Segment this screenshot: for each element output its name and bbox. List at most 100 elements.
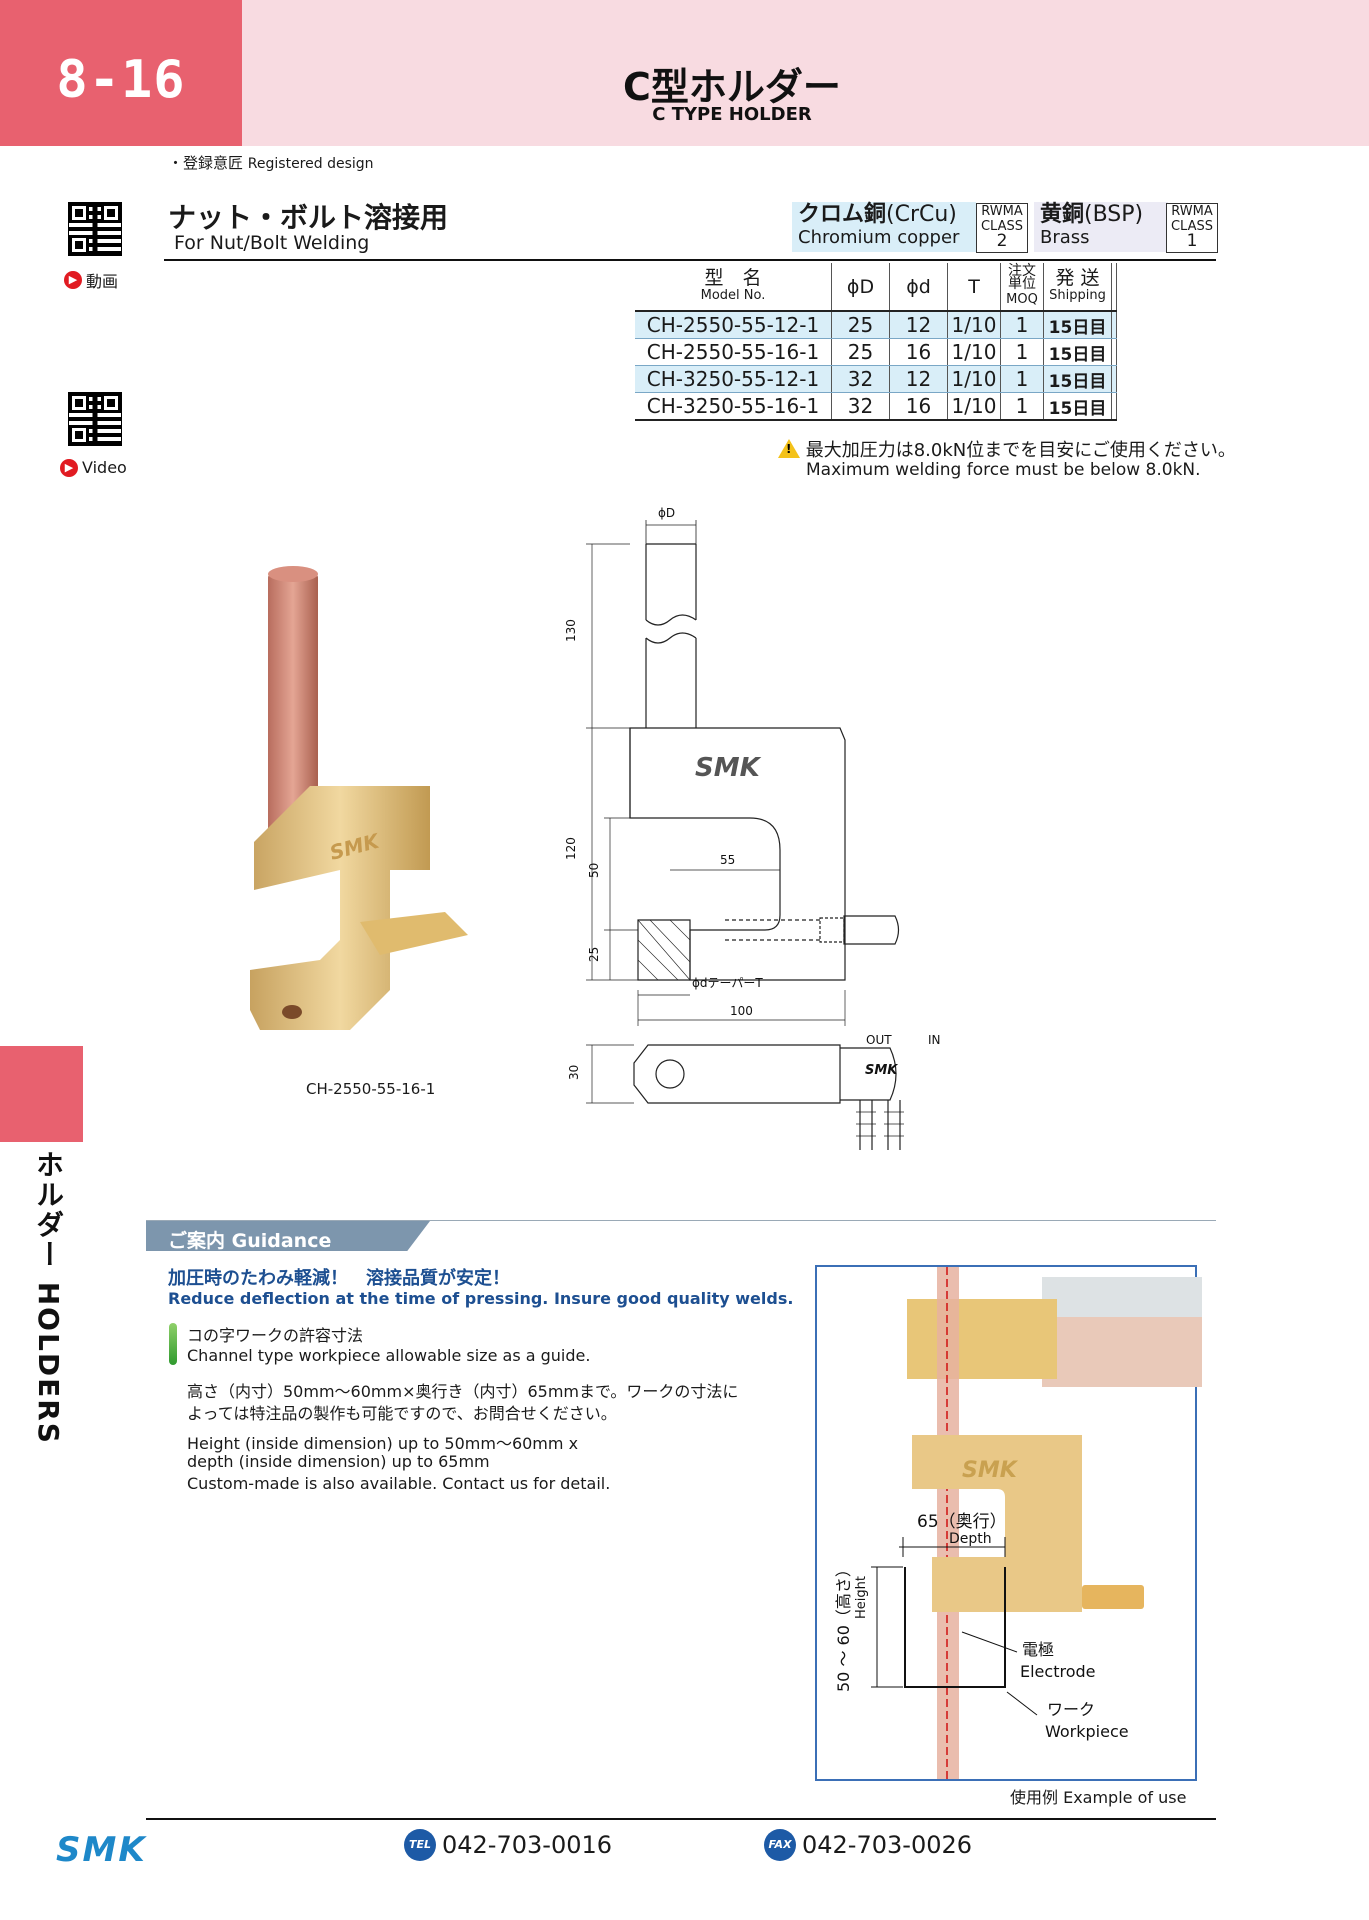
product-photo: SMK [250,566,468,1030]
cell-phiD: 25 [831,311,890,339]
material-name-ja: 黄銅 [1040,202,1085,227]
cell-phiD: 25 [831,338,890,366]
cell-spacer [1111,338,1117,366]
registered-label-en: Registered design [247,156,374,172]
registered-label-ja: ・登録意匠 [168,154,244,172]
col-t: T [947,263,1001,312]
electrode-label-en: Electrode [1020,1662,1095,1681]
cell-moq: 1 [1000,365,1044,393]
dim-55: 55 [720,853,735,867]
material-abbr: (BSP) [1084,202,1144,227]
electrode-column [937,1267,959,1779]
warning-icon: ! [778,439,800,458]
drawing-brand: SMK [695,753,762,783]
title-rule [164,259,1216,261]
technical-drawing: ϕD SMK 130 120 50 25 55 ϕdテーパーT 100 SMK … [564,506,941,1150]
depth-label-ja: 65（奥行） [917,1512,1007,1532]
col-moq: 注文単位 MOQ [1000,262,1044,312]
taper-label: ϕdテーパーT [692,976,763,990]
guidance-headline-ja: 加圧時のたわみ軽減！ 溶接品質が安定！ [168,1268,510,1289]
footer-fax[interactable]: FAX 042-703-0026 [764,1829,972,1861]
fax-number: 042-703-0026 [802,1831,973,1859]
table-row: CH-2550-55-12-1 25 12 1/10 1 15日目 [635,311,1117,339]
col-ship-ja: 発 送 [1055,266,1100,289]
cell-t: 1/10 [947,311,1001,339]
guidance-item-title-en: Channel type workpiece allowable size as… [187,1346,591,1365]
usage-caption: 使用例 Example of use [1010,1788,1187,1807]
section-subtitle: For Nut/Bolt Welding [174,232,370,254]
bottom-view-body [633,1044,841,1104]
height-label-ja: 50 〜 60（高さ） [834,1561,853,1692]
side-tab-label: ホルダー HOLDERS [32,1150,65,1445]
side-tab [0,1046,83,1142]
workpiece-outline [904,1567,1006,1688]
height-label-en: Height [854,1576,869,1619]
material-abbr: (CrCu) [886,202,957,227]
video-label-en: Video [82,458,127,477]
col-model: 型 名 Model No. [635,263,832,312]
tel-icon: TEL [404,1829,436,1861]
cell-phid: 16 [889,392,948,421]
cell-phid: 12 [889,311,948,339]
material-name-ja: クロム銅 [798,202,887,227]
rwma-class-bsp: RWMA CLASS 1 [1166,203,1218,253]
label-in: IN [928,1033,941,1047]
cell-spacer [1111,365,1117,393]
usage-illustration: SMK 65（奥行） Depth 50 〜 60（高さ） Height 電極 E… [834,1267,1202,1779]
cell-t: 1/10 [947,365,1001,393]
footer-tel[interactable]: TEL 042-703-0016 [404,1829,612,1861]
c-holder [912,1435,1082,1612]
guidance-item-title-ja: コの字ワークの許容寸法 [187,1326,364,1345]
guidance-body-en-2: depth (inside dimension) up to 65mm [187,1452,490,1471]
rwma-label: RWMA CLASS [1170,204,1213,234]
col-phiD: ϕD [831,263,890,312]
guidance-body-en-1: Height (inside dimension) up to 50mm〜60m… [187,1434,579,1453]
col-model-en: Model No. [700,287,766,303]
cell-spacer [1111,392,1117,421]
guidance-body-en-3: Custom-made is also available. Contact u… [187,1474,611,1493]
qr-code-video-ja[interactable] [68,202,122,256]
dim-100: 100 [730,1004,753,1018]
table-row: CH-3250-55-16-1 32 16 1/10 1 15日目 [635,392,1117,421]
cell-phid: 12 [889,365,948,393]
cell-moq: 1 [1000,311,1044,339]
cell-spacer [1111,311,1117,339]
cell-t: 1/10 [947,392,1001,421]
table-row: CH-2550-55-16-1 25 16 1/10 1 15日目 [635,338,1117,366]
video-link-ja[interactable]: ▶ 動画 [64,268,118,292]
page-subtitle: C TYPE HOLDER [652,104,812,125]
cell-model: CH-2550-55-12-1 [635,311,832,339]
guidance-tab [146,1221,430,1251]
dim-25: 25 [587,947,601,962]
work-label-ja: ワーク [1047,1700,1095,1719]
cell-phid: 16 [889,338,948,366]
video-label-ja: 動画 [86,272,119,291]
qr-code-video-en[interactable] [68,392,122,446]
col-shipping: 発 送 Shipping [1043,263,1112,312]
col-moq-ja: 注文単位 [1008,262,1036,292]
page-number: 8-16 [56,50,186,110]
spec-table: 型 名 Model No. ϕD ϕd T 注文単位 MOQ 発 送 Shipp… [635,263,1117,421]
col-moq-en: MOQ [1006,291,1038,307]
cell-moq: 1 [1000,392,1044,421]
cell-t: 1/10 [947,338,1001,366]
bottom-view-brand: SMK [865,1063,898,1078]
cell-model: CH-3250-55-12-1 [635,365,832,393]
holder-pin [360,912,468,955]
guidance-rule [146,1220,1216,1221]
footer-rule [146,1818,1216,1820]
c-holder-body [250,786,430,1030]
dim-phiD: ϕD [658,506,675,520]
play-icon: ▶ [60,458,78,477]
coolant-nozzles [859,1100,901,1150]
holder-pin-outline [843,915,900,945]
cell-shipping: 15日目 [1043,338,1112,366]
material-name-en: Chromium copper [798,227,960,248]
page-number-box [0,0,242,146]
rwma-class-crcu: RWMA CLASS 2 [976,203,1028,253]
registered-design-note: ・登録意匠 Registered design [168,152,374,173]
rwma-label: RWMA CLASS [980,204,1023,234]
guidance-item-bar [169,1323,177,1365]
col-phid: ϕd [889,263,948,312]
video-link-en[interactable]: ▶ Video [60,458,127,477]
